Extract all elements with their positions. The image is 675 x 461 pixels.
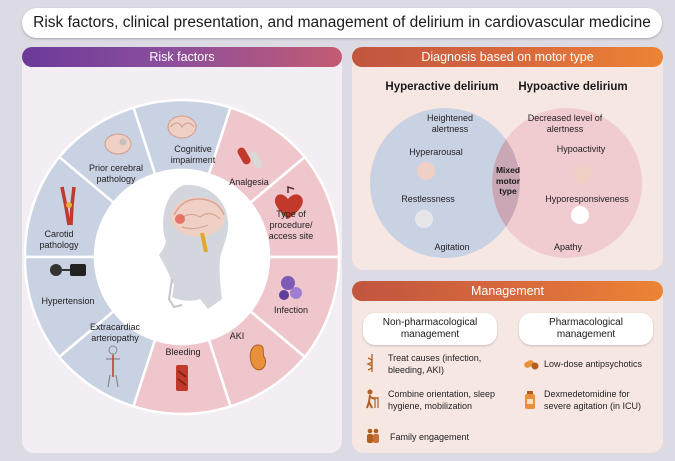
head-hypoactivity-icon — [573, 165, 591, 183]
nonpharm-title: Non-pharmacological management — [363, 313, 497, 345]
vial-icon — [525, 391, 535, 409]
hypo-item-hyporesponsiveness: Hyporesponsiveness — [545, 194, 629, 204]
label-prior-cerebral-pathology: Prior cerebral pathology — [88, 163, 144, 184]
label-hypertension: Hypertension — [41, 296, 95, 306]
label-procedure: Type of procedure/ access site — [268, 209, 314, 241]
nonpharm-item-treat-causes: Treat causes (infection, bleeding, AKI) — [388, 353, 482, 375]
mixed-motor-type-label: Mixed motor type — [495, 165, 521, 197]
label-analgesia: Analgesia — [229, 177, 269, 187]
venn-diagram — [370, 108, 642, 258]
pharm-item-antipsychotics: Low-dose antipsychotics — [544, 359, 643, 369]
label-cognitive-impairment: Cognitive impairment — [170, 144, 216, 165]
segment-hypertension — [23, 255, 116, 359]
management-panel — [352, 281, 663, 453]
kidney-icon — [249, 344, 267, 371]
brain-icon — [167, 115, 197, 139]
head-apathy-icon — [571, 206, 589, 224]
family-icon — [367, 428, 379, 443]
brain-lesion-icon — [104, 133, 132, 155]
bacteria-icon — [279, 276, 302, 300]
mixed-overlap — [492, 139, 520, 227]
pharm-title: Pharmacological management — [519, 313, 653, 345]
risk-factors-header: Risk factors — [22, 47, 342, 67]
pill-capsule-icon — [237, 147, 263, 169]
label-aki: AKI — [229, 331, 245, 341]
hypoactive-title: Hypoactive delirium — [518, 81, 628, 93]
pills-icon — [524, 360, 539, 370]
hypoactive-circle — [492, 108, 642, 258]
pharm-item-dexmedetomidine: Dexmedetomidine for severe agitation (in… — [544, 389, 642, 411]
risk-factors-wheel — [23, 98, 341, 416]
hypo-item-apathy: Apathy — [553, 242, 583, 252]
hyper-item-agitation: Agitation — [434, 242, 470, 252]
label-extracardiac-arteriopathy: Extracardiac arteriopathy — [89, 322, 141, 343]
label-infection: Infection — [273, 305, 309, 315]
nonpharm-item-family-engagement: Family engagement — [390, 432, 470, 442]
segment-cerebral — [57, 106, 157, 205]
caduceus-icon — [366, 354, 373, 372]
head-silhouette-icon — [159, 184, 229, 309]
hypo-item-decreased-alertness: Decreased level of alertness — [527, 113, 603, 134]
hypo-item-hypoactivity: Hypoactivity — [556, 144, 606, 154]
nonpharm-item-orientation: Combine orientation, sleep hygiene, mobi… — [388, 389, 496, 411]
hyper-item-hyperarousal: Hyperarousal — [409, 147, 463, 157]
head-restlessness-icon — [415, 210, 433, 228]
figure-title: Risk factors, clinical presentation, and… — [22, 8, 662, 38]
carotid-artery-icon — [60, 186, 76, 226]
hyper-item-restlessness: Restlessness — [401, 194, 455, 204]
heart-icon — [274, 185, 303, 219]
blood-pressure-icon — [50, 264, 86, 276]
management-header: Management — [352, 281, 663, 301]
label-bleeding: Bleeding — [165, 347, 201, 357]
label-carotid-pathology: Carotid pathology — [39, 229, 79, 250]
body-arteries-icon — [106, 345, 120, 388]
wound-icon — [176, 365, 188, 391]
diagnosis-header: Diagnosis based on motor type — [352, 47, 663, 67]
hyperactive-title: Hyperactive delirium — [385, 81, 499, 93]
hyper-item-heightened-alertness: Heightened alertness — [426, 113, 474, 134]
walker-person-icon — [366, 389, 379, 409]
head-hyperarousal-icon — [417, 162, 435, 180]
hyperactive-circle — [370, 108, 520, 258]
